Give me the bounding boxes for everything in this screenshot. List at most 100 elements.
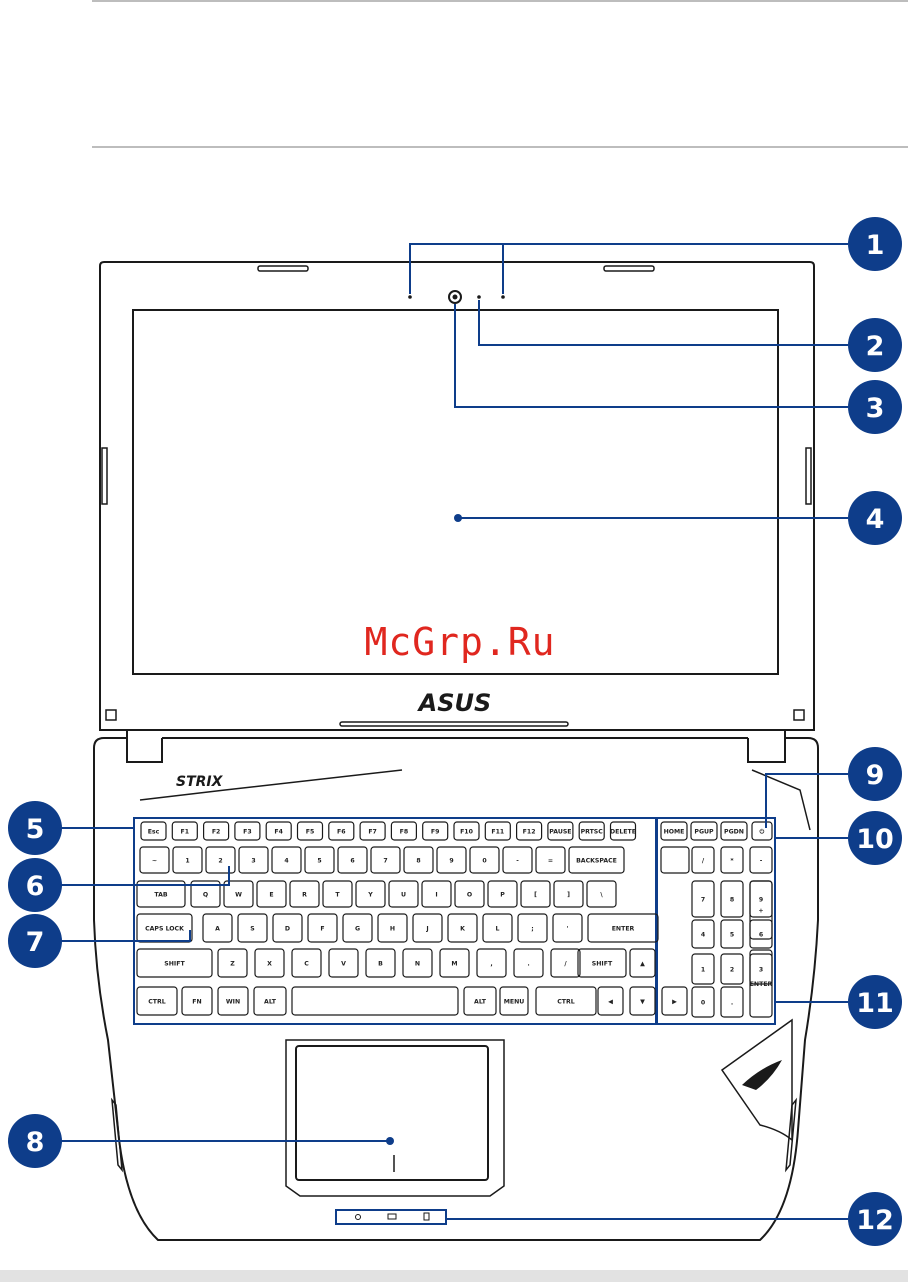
key-f6[interactable]: F6: [328, 821, 355, 841]
key-row4-3[interactable]: C: [291, 948, 322, 978]
numpad-key-11[interactable]: 2: [720, 953, 744, 985]
key-f12[interactable]: F12: [515, 821, 543, 841]
numpad-key-enter[interactable]: ENTER: [749, 949, 773, 1018]
key-row2-0[interactable]: TAB: [136, 880, 186, 908]
key-row3-10[interactable]: ;: [517, 913, 548, 943]
key-arrow-left[interactable]: ◀: [597, 986, 624, 1016]
key-row2-12[interactable]: ]: [553, 880, 584, 908]
numpad-key-1[interactable]: *: [720, 846, 744, 874]
key-row1-13[interactable]: BACKSPACE: [568, 846, 625, 874]
key-nav-pgup[interactable]: PGUP: [690, 821, 718, 841]
key-row4-8[interactable]: ,: [476, 948, 507, 978]
key-f8[interactable]: F8: [390, 821, 417, 841]
key-row5-0[interactable]: CTRL: [136, 986, 178, 1016]
key-f5[interactable]: F5: [296, 821, 324, 841]
key-nav-pgdn[interactable]: PGDN: [720, 821, 748, 841]
key-row4-6[interactable]: N: [402, 948, 433, 978]
key-row3-6[interactable]: H: [377, 913, 408, 943]
key-f2[interactable]: F2: [203, 821, 230, 841]
key-row2-8[interactable]: I: [421, 880, 452, 908]
numpad-key-14[interactable]: 0: [691, 986, 715, 1018]
key-row3-0[interactable]: CAPS LOCK: [136, 913, 193, 943]
key-row5-6[interactable]: MENU: [499, 986, 529, 1016]
key-row3-4[interactable]: F: [307, 913, 338, 943]
key-row4-0[interactable]: SHIFT: [136, 948, 213, 978]
numpad-key-12[interactable]: 3: [749, 953, 773, 985]
key-row3-12[interactable]: ENTER: [587, 913, 659, 943]
numpad-key-4[interactable]: 8: [720, 880, 744, 918]
numpad-key-8[interactable]: 5: [720, 919, 744, 949]
key-row4-1[interactable]: Z: [217, 948, 248, 978]
key-f3[interactable]: F3: [234, 821, 261, 841]
key-f4[interactable]: F4: [265, 821, 292, 841]
key-row2-5[interactable]: T: [322, 880, 353, 908]
key-f7[interactable]: F7: [359, 821, 386, 841]
key-row1-0[interactable]: ~: [139, 846, 170, 874]
numpad-key-3[interactable]: 7: [691, 880, 715, 918]
key-row2-9[interactable]: O: [454, 880, 485, 908]
key-row3-7[interactable]: J: [412, 913, 443, 943]
key-delete[interactable]: DELETE: [609, 821, 637, 841]
key-esc[interactable]: Esc: [140, 821, 167, 841]
key-row4-9[interactable]: .: [513, 948, 544, 978]
key-f1[interactable]: F1: [171, 821, 198, 841]
key-row2-13[interactable]: \: [586, 880, 617, 908]
key-arrow-down[interactable]: ▼: [629, 986, 656, 1016]
key-row2-11[interactable]: [: [520, 880, 551, 908]
key-row1-10[interactable]: 0: [469, 846, 500, 874]
key-row1-3[interactable]: 3: [238, 846, 269, 874]
numpad-key-plus[interactable]: +: [749, 880, 773, 940]
key-row1-9[interactable]: 9: [436, 846, 467, 874]
numpad-key-0[interactable]: /: [691, 846, 715, 874]
key-row3-11[interactable]: ': [552, 913, 583, 943]
key-prtsc[interactable]: PRTSC: [578, 821, 605, 841]
key-row4-11[interactable]: SHIFT: [577, 948, 627, 978]
key-f9[interactable]: F9: [422, 821, 449, 841]
key-row5-2[interactable]: WIN: [217, 986, 249, 1016]
key-row1-4[interactable]: 4: [271, 846, 302, 874]
key-row2-10[interactable]: P: [487, 880, 518, 908]
key-nav-home[interactable]: HOME: [660, 821, 688, 841]
key-arrow-right[interactable]: ▶: [661, 986, 688, 1016]
key-row1-8[interactable]: 8: [403, 846, 434, 874]
key-row3-2[interactable]: S: [237, 913, 268, 943]
key-row1-7[interactable]: 7: [370, 846, 401, 874]
numpad-key-15[interactable]: .: [720, 986, 744, 1018]
key-row5-3[interactable]: ALT: [253, 986, 287, 1016]
key-row2-3[interactable]: E: [256, 880, 287, 908]
key-row1-11[interactable]: -: [502, 846, 533, 874]
rog-key[interactable]: [660, 846, 690, 874]
key-f10[interactable]: F10: [453, 821, 480, 841]
key-row2-6[interactable]: Y: [355, 880, 386, 908]
key-row5-7[interactable]: CTRL: [535, 986, 597, 1016]
key-row4-5[interactable]: B: [365, 948, 396, 978]
power-button[interactable]: ⏻: [751, 821, 773, 841]
key-row2-2[interactable]: W: [223, 880, 254, 908]
key-row3-3[interactable]: D: [272, 913, 303, 943]
key-row1-12[interactable]: =: [535, 846, 566, 874]
key-row3-5[interactable]: G: [342, 913, 373, 943]
touchpad[interactable]: [295, 1045, 489, 1181]
numpad-key-9[interactable]: 6: [749, 919, 773, 949]
key-row5-4[interactable]: [291, 986, 459, 1016]
key-arrow-up[interactable]: ▲: [629, 948, 656, 978]
key-row4-10[interactable]: /: [550, 948, 581, 978]
key-row3-9[interactable]: L: [482, 913, 513, 943]
key-row2-7[interactable]: U: [388, 880, 419, 908]
key-row3-8[interactable]: K: [447, 913, 478, 943]
numpad-key-7[interactable]: 4: [691, 919, 715, 949]
key-row5-5[interactable]: ALT: [463, 986, 497, 1016]
key-row4-7[interactable]: M: [439, 948, 470, 978]
key-row1-1[interactable]: 1: [172, 846, 203, 874]
key-row4-4[interactable]: V: [328, 948, 359, 978]
numpad-key-2[interactable]: -: [749, 846, 773, 874]
key-row1-5[interactable]: 5: [304, 846, 335, 874]
key-row1-6[interactable]: 6: [337, 846, 368, 874]
key-row5-1[interactable]: FN: [181, 986, 213, 1016]
key-row2-1[interactable]: Q: [190, 880, 221, 908]
key-f11[interactable]: F11: [484, 821, 511, 841]
key-row1-2[interactable]: 2: [205, 846, 236, 874]
numpad-key-10[interactable]: 1: [691, 953, 715, 985]
key-pause[interactable]: PAUSE: [547, 821, 574, 841]
key-row3-1[interactable]: A: [202, 913, 233, 943]
